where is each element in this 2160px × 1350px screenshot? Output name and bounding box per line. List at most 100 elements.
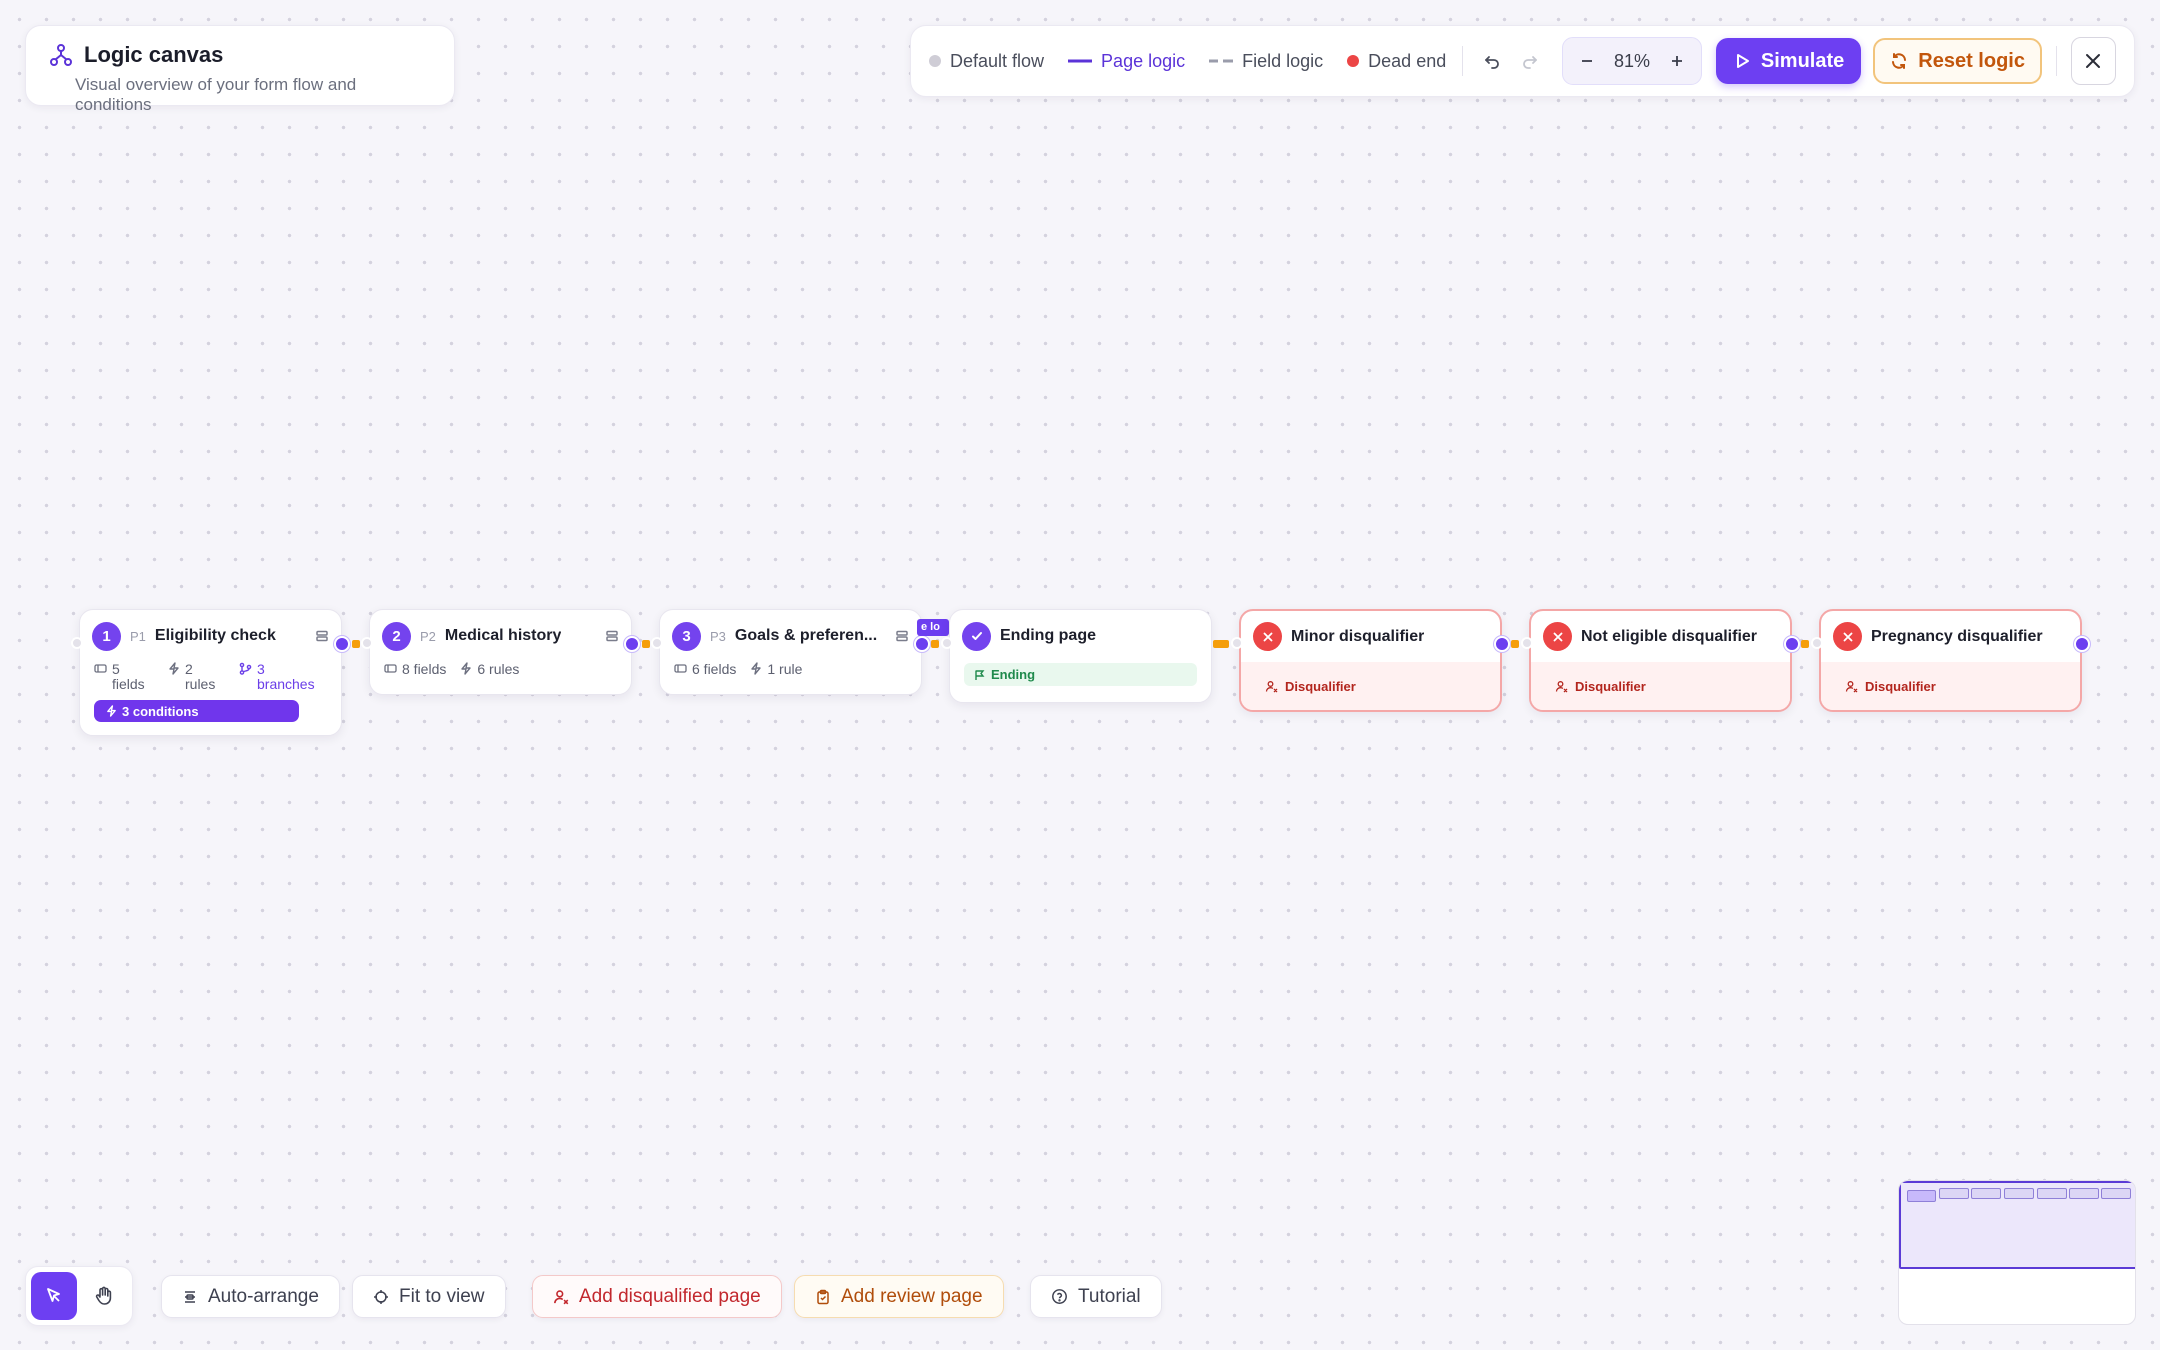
solid-line-icon <box>1068 59 1093 63</box>
zoom-out-button[interactable] <box>1573 47 1601 75</box>
add-review-page-button[interactable]: Add review page <box>794 1275 1004 1318</box>
top-toolbar: Default flow Page logic Field logic Dead… <box>910 25 2135 97</box>
fields-count: 6 fields <box>674 662 736 677</box>
tutorial-button[interactable]: Tutorial <box>1030 1275 1162 1318</box>
edge-arrow-marker <box>1511 640 1519 648</box>
close-button[interactable] <box>2070 37 2116 85</box>
legend-page-logic: Page logic <box>1068 51 1185 72</box>
disqualifier-node-not-eligible[interactable]: Not eligible disqualifier Disqualifier <box>1529 609 1792 712</box>
checkmark-icon <box>962 621 991 651</box>
disqualifier-node-minor[interactable]: Minor disqualifier Disqualifier <box>1239 609 1502 712</box>
edge-arrow-marker <box>642 640 650 648</box>
tutorial-label: Tutorial <box>1078 1285 1141 1307</box>
fields-count: 8 fields <box>384 662 446 677</box>
lightning-icon <box>750 662 762 675</box>
minimap-node <box>1907 1190 1936 1202</box>
pan-tool-button[interactable] <box>81 1272 127 1320</box>
node-output-port[interactable] <box>1494 636 1510 652</box>
legend-label: Page logic <box>1101 50 1186 71</box>
rules-count: 6 rules <box>460 662 519 677</box>
minimap-node <box>1971 1188 2001 1199</box>
page-id: P3 <box>710 628 726 644</box>
page-menu-icon[interactable] <box>895 629 909 643</box>
node-output-port[interactable] <box>624 636 640 652</box>
node-input-port[interactable] <box>361 637 373 649</box>
ending-badge: Ending <box>964 663 1197 686</box>
disqualifier-node-pregnancy[interactable]: Pregnancy disqualifier Disqualifier <box>1819 609 2082 712</box>
minimap-node <box>2069 1188 2099 1199</box>
node-input-port[interactable] <box>1811 637 1823 649</box>
align-icon <box>182 1289 198 1305</box>
node-output-port[interactable] <box>334 636 350 652</box>
legend-dead-end: Dead end <box>1347 51 1446 72</box>
cursor-icon <box>44 1286 64 1306</box>
fields-count: 5 fields <box>94 662 148 691</box>
auto-arrange-button[interactable]: Auto-arrange <box>161 1275 340 1318</box>
minimap-node <box>2037 1188 2067 1199</box>
page-menu-icon[interactable] <box>315 629 329 643</box>
auto-arrange-label: Auto-arrange <box>208 1285 319 1307</box>
page-name: Minor disqualifier <box>1291 627 1425 645</box>
page-menu-icon[interactable] <box>605 629 619 643</box>
refresh-icon <box>1890 52 1908 70</box>
page-name: Medical history <box>444 627 562 644</box>
zoom-in-button[interactable] <box>1663 47 1691 75</box>
lightning-icon <box>168 662 180 675</box>
fit-to-view-button[interactable]: Fit to view <box>352 1275 506 1318</box>
edge-arrow-marker <box>1213 640 1229 648</box>
node-input-port[interactable] <box>651 637 663 649</box>
clipboard-icon <box>815 1289 831 1305</box>
x-circle-icon <box>1543 622 1572 651</box>
disqualifier-badge: Disqualifier <box>1241 662 1500 710</box>
reset-logic-button[interactable]: Reset logic <box>1873 38 2042 84</box>
redo-icon <box>1521 52 1539 70</box>
simulate-button[interactable]: Simulate <box>1715 38 1862 84</box>
page-name: Eligibility check <box>154 627 276 644</box>
branch-icon <box>239 662 252 675</box>
node-output-port[interactable] <box>2074 636 2090 652</box>
fields-icon <box>94 662 107 675</box>
legend-label: Dead end <box>1368 50 1447 71</box>
fields-icon <box>674 662 687 675</box>
canvas-tool-group <box>25 1266 133 1326</box>
add-disqualified-page-button[interactable]: Add disqualified page <box>532 1275 782 1318</box>
legend-label: Field logic <box>1242 50 1324 71</box>
page-node-goals-preferences[interactable]: 3 P3 Goals & preferen... 6 fields 1 rule <box>659 609 922 695</box>
play-icon <box>1733 52 1751 70</box>
add-disqualified-label: Add disqualified page <box>579 1285 761 1307</box>
node-input-port[interactable] <box>71 637 83 649</box>
branches-count: 3 branches <box>239 662 317 691</box>
undo-icon <box>1483 52 1501 70</box>
conditions-badge[interactable]: 3 conditions <box>94 700 299 723</box>
page-node-eligibility-check[interactable]: 1 P1 Eligibility check 5 fields 2 rules … <box>79 609 342 737</box>
node-input-port[interactable] <box>1521 637 1533 649</box>
flag-icon <box>974 669 985 681</box>
minimap-node <box>2004 1188 2034 1199</box>
page-node-medical-history[interactable]: 2 P2 Medical history 8 fields 6 rules <box>369 609 632 695</box>
node-input-port[interactable] <box>1231 637 1243 649</box>
page-number-badge: 2 <box>382 621 411 651</box>
ending-node[interactable]: Ending page Ending <box>949 609 1212 703</box>
node-output-port[interactable] <box>914 636 930 652</box>
divider <box>2055 46 2057 76</box>
dead-end-dot-icon <box>1347 55 1360 67</box>
zoom-level: 81% <box>1614 50 1651 71</box>
select-tool-button[interactable] <box>31 1272 77 1320</box>
edge-logic-label[interactable]: e lo <box>917 619 949 636</box>
page-name: Ending page <box>1000 627 1096 644</box>
page-id: P2 <box>420 628 436 644</box>
simulate-label: Simulate <box>1760 49 1845 72</box>
user-x-icon <box>1845 680 1858 693</box>
title-card: Logic canvas Visual overview of your for… <box>25 25 455 114</box>
x-circle-icon <box>1253 622 1282 651</box>
flow-tree-icon <box>50 44 72 66</box>
rules-count: 2 rules <box>168 662 219 691</box>
page-number-badge: 3 <box>672 621 701 651</box>
page-name: Pregnancy disqualifier <box>1871 627 2043 645</box>
node-input-port[interactable] <box>941 637 953 649</box>
undo-button[interactable] <box>1473 41 1511 81</box>
disqualifier-badge: Disqualifier <box>1531 662 1790 710</box>
node-output-port[interactable] <box>1784 636 1800 652</box>
redo-button[interactable] <box>1511 41 1549 81</box>
minimap[interactable] <box>1898 1180 2136 1325</box>
